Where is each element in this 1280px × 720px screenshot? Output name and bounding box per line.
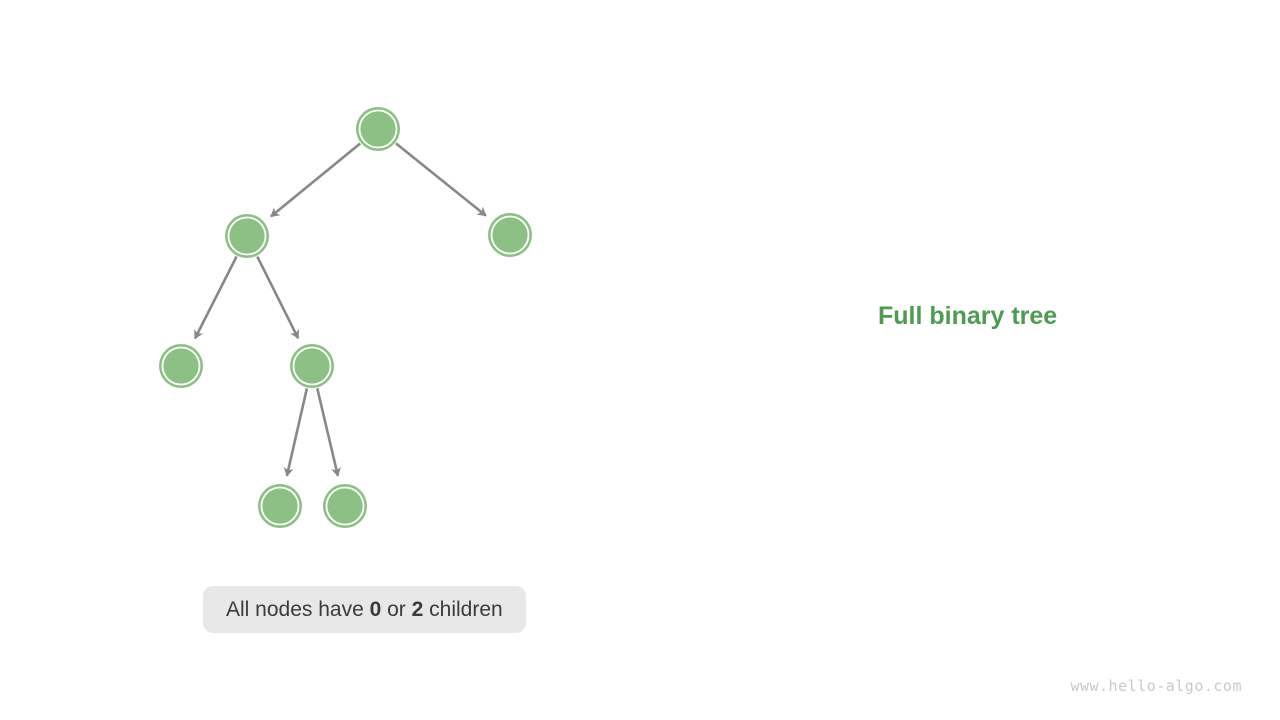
tree-node xyxy=(356,107,400,151)
tree-edge xyxy=(256,255,300,340)
caption-badge: All nodes have 0 or 2 children xyxy=(203,586,526,633)
caption-bold-two: 2 xyxy=(411,598,424,621)
tree-node xyxy=(225,214,269,258)
tree-node xyxy=(258,484,302,528)
tree-edge xyxy=(395,142,487,217)
node-layer xyxy=(159,107,532,528)
diagram-title: Full binary tree xyxy=(878,302,1058,330)
tree-node xyxy=(159,344,203,388)
caption-text-part3: children xyxy=(423,598,503,621)
caption-bold-zero: 0 xyxy=(369,598,382,621)
tree-edge xyxy=(283,388,309,477)
caption-text-part2: or xyxy=(381,598,412,621)
caption-text-part1: All nodes have xyxy=(226,598,370,621)
tree-node xyxy=(290,344,334,388)
tree-node xyxy=(323,484,367,528)
tree-edge xyxy=(193,255,238,340)
tree-edge xyxy=(270,142,362,218)
tree-edge xyxy=(316,388,341,477)
watermark-url: www.hello-algo.com xyxy=(1070,677,1242,695)
edge-layer xyxy=(193,142,487,477)
tree-node xyxy=(488,213,532,257)
